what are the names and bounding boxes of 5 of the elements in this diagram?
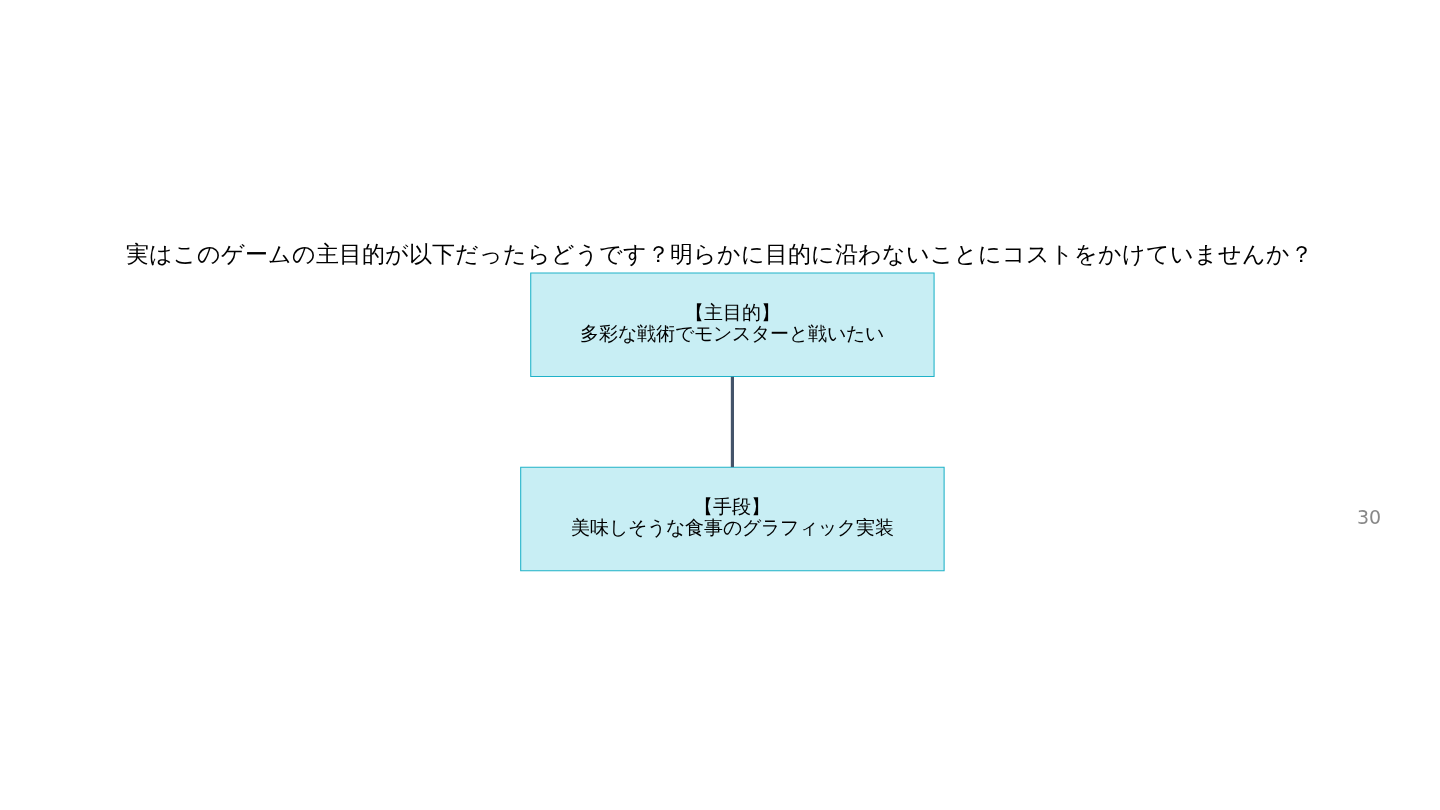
connector xyxy=(730,376,734,468)
diagram-title: 実はこのゲームの主目的が以下だったらどうです？明らかに目的に沿わないことにコストをかけていませんか？ xyxy=(126,240,1314,268)
label: 30 xyxy=(1357,505,1382,528)
node-box: 【主目的】 多彩な戦術でモンスターと戦いたい xyxy=(530,272,935,377)
node-box: 【手段】 美味しそうな食事のグラフィック実装 xyxy=(520,466,945,572)
